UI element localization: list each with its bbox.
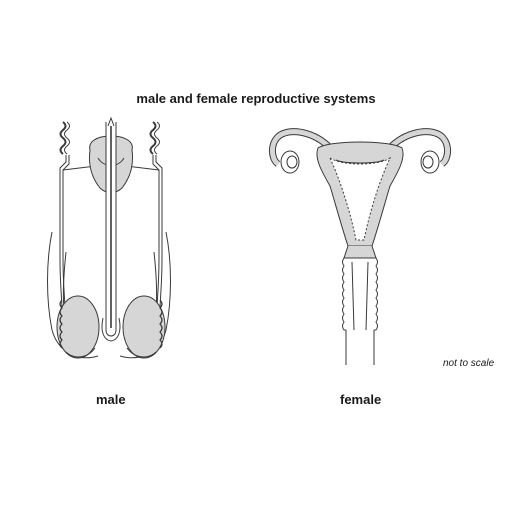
reproductive-systems-diagram bbox=[47, 116, 451, 365]
female-reproductive-system bbox=[269, 128, 451, 365]
penis-tip bbox=[101, 317, 121, 342]
male-reproductive-system bbox=[47, 116, 171, 359]
right-seminal-vesicle bbox=[149, 121, 157, 155]
right-testis bbox=[122, 295, 166, 359]
left-testis bbox=[56, 295, 100, 359]
diagram-title: male and female reproductive systems bbox=[136, 91, 376, 106]
male-label: male bbox=[96, 392, 126, 407]
left-ovary bbox=[280, 150, 300, 174]
right-ovary bbox=[420, 150, 440, 174]
cervix bbox=[343, 245, 377, 259]
scale-note: not to scale bbox=[443, 358, 495, 369]
left-seminal-vesicle bbox=[59, 121, 67, 155]
female-label: female bbox=[340, 392, 382, 407]
vagina bbox=[342, 257, 346, 331]
left-sperm-duct bbox=[59, 155, 67, 311]
right-sperm-duct bbox=[155, 155, 163, 311]
